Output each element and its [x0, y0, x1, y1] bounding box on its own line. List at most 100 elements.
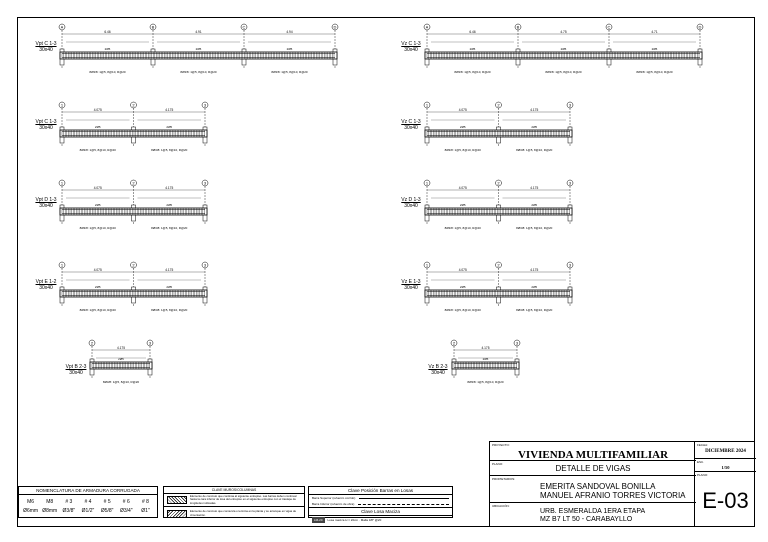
beam-outline — [424, 51, 703, 60]
axis-bubble — [423, 179, 431, 187]
axis-label: 2 — [497, 181, 500, 186]
clave-row-starting: Elemento de concreto que comienza o term… — [164, 507, 304, 520]
nomenclature-code: M8 — [46, 499, 54, 505]
axis-bubble — [423, 23, 431, 31]
stirrup-note: 8Ø3/8: 1@5, 8@10, R@20 — [516, 226, 552, 230]
beam-name: Vpt C 1-3 — [35, 41, 57, 47]
stirrup-note: 8Ø3/8: 1@5, 8@10, R@20 — [151, 308, 187, 312]
clave-row-continuing: Elemento de concreto que continúa al sig… — [164, 494, 304, 507]
axis-label: 3 — [204, 103, 207, 108]
axis-bubble — [201, 179, 209, 187]
ubicacion-label: UBICACIÓN: — [492, 504, 510, 508]
axis-bubble — [58, 261, 66, 269]
axis-label: 2 — [132, 181, 135, 186]
span-dimension: 4.91 — [195, 30, 201, 34]
axis-label: B — [152, 25, 155, 30]
beam-size: 30x40 — [431, 370, 445, 376]
hatch-continuing-icon — [167, 496, 187, 504]
stirrup-note: 8Ø3/8: 1@5, 8@10, R@20 — [467, 380, 503, 384]
ubicacion-line-1: URB. ESMERALDA 1ERA ETAPA — [540, 508, 646, 515]
span-dimension: 4.71 — [651, 30, 657, 34]
stirrup-note: 8Ø3/8: 1@5, 8@10, R@20 — [445, 308, 481, 312]
beam-outline — [424, 129, 573, 138]
rebar-label: 2Ø5 — [287, 47, 293, 51]
tb-code-cell: PLANO: E-03 — [695, 472, 756, 528]
span-dimension: 4.175 — [530, 268, 538, 272]
axis-label: 2 — [497, 103, 500, 108]
axis-label: 1 — [426, 103, 429, 108]
rebar-label: 2Ø5 — [95, 285, 101, 289]
barra-superior-row: Barra Superior (refuerzo corrido) — [309, 495, 452, 501]
axis-label: D — [334, 25, 337, 30]
nomenclature-title: NOMENCLATURA DE ARMADURA CORRUGADA — [19, 487, 157, 495]
span-dimension: 4.75 — [560, 30, 566, 34]
axis-label: 1 — [61, 263, 64, 268]
axis-label: 2 — [453, 341, 456, 346]
nomenclature-diameter: Ø5/8" — [100, 508, 114, 514]
tb-fecha-cell: FECHA: DICIEMBRE 2024 — [695, 442, 756, 459]
barra-superior-line — [359, 497, 449, 499]
axis-bubble — [130, 261, 137, 269]
axis-label: 1 — [426, 263, 429, 268]
title-block: PROYECTO: VIVIENDA MULTIFAMILIAR PLANO: … — [489, 441, 696, 527]
rebar-label: 2Ø5 — [460, 285, 466, 289]
span-dimension: 4.075 — [94, 108, 102, 112]
nomenclature-diameter: Ø6mm — [23, 508, 39, 514]
beam-name: Vz B 2-3 — [428, 364, 448, 370]
axis-label: A — [61, 25, 64, 30]
axis-label: 3 — [204, 181, 207, 186]
stirrup-note: 8Ø3/8: 1@5, 8@10, R@20 — [545, 70, 581, 74]
stirrup-note: 8Ø3/8: 1@5, 8@10, R@20 — [516, 308, 552, 312]
rebar-label: 2Ø5 — [95, 125, 101, 129]
axis-bubble — [495, 261, 502, 269]
beam-outline — [59, 129, 208, 138]
losa-row: LM-20 Losa maciza H = 20cm · Malla 3/8" … — [309, 516, 452, 524]
lamina-label: PLANO: — [697, 473, 709, 477]
stirrup-note: 8Ø3/8: 1@5, 8@10, R@20 — [80, 226, 116, 230]
owner-2: MANUEL AFRANIO TORRES VICTORIA — [540, 491, 686, 500]
axis-label: 3 — [204, 263, 207, 268]
axis-bubble — [566, 179, 574, 187]
axis-bubble — [88, 339, 96, 347]
rebar-label: 2Ø5 — [196, 47, 202, 51]
axis-bubble — [495, 101, 502, 109]
rebar-label: 2Ø5 — [166, 125, 172, 129]
beam-name: Vz C 1-3 — [401, 119, 421, 125]
axis-bubble — [423, 101, 431, 109]
rebar-label: 2Ø5 — [118, 357, 124, 361]
drawing-sheet — [17, 17, 755, 527]
axis-bubble — [149, 23, 157, 31]
axis-bubble — [130, 101, 137, 109]
stirrup-note: 8Ø3/8: 1@5, 8@10, R@20 — [454, 70, 490, 74]
beam-size: 30x40 — [39, 203, 53, 209]
hatch-starting-icon — [167, 509, 187, 518]
rebar-label: 2Ø5 — [460, 203, 466, 207]
sheet-code: E-03 — [702, 488, 749, 513]
axis-bubble — [696, 23, 704, 31]
clave-losa-title: Clave Losa Maciza — [309, 507, 452, 516]
nomenclature-diameter: Ø1" — [141, 508, 150, 514]
span-dimension: 4.175 — [482, 346, 490, 350]
nomenclature-diameter: Ø3/8" — [62, 508, 76, 514]
span-dimension: 4.175 — [165, 186, 173, 190]
axis-bubble — [240, 23, 248, 31]
fecha-value: DICIEMBRE 2024 — [705, 449, 746, 454]
stirrup-note: 8Ø3/8: 1@5, 8@10, R@20 — [89, 70, 125, 74]
stirrup-note: 8Ø3/8: 1@5, 8@10, R@20 — [80, 148, 116, 152]
axis-bubble — [423, 261, 431, 269]
stirrup-note: 8Ø3/8: 1@5, 8@10, R@20 — [103, 380, 139, 384]
